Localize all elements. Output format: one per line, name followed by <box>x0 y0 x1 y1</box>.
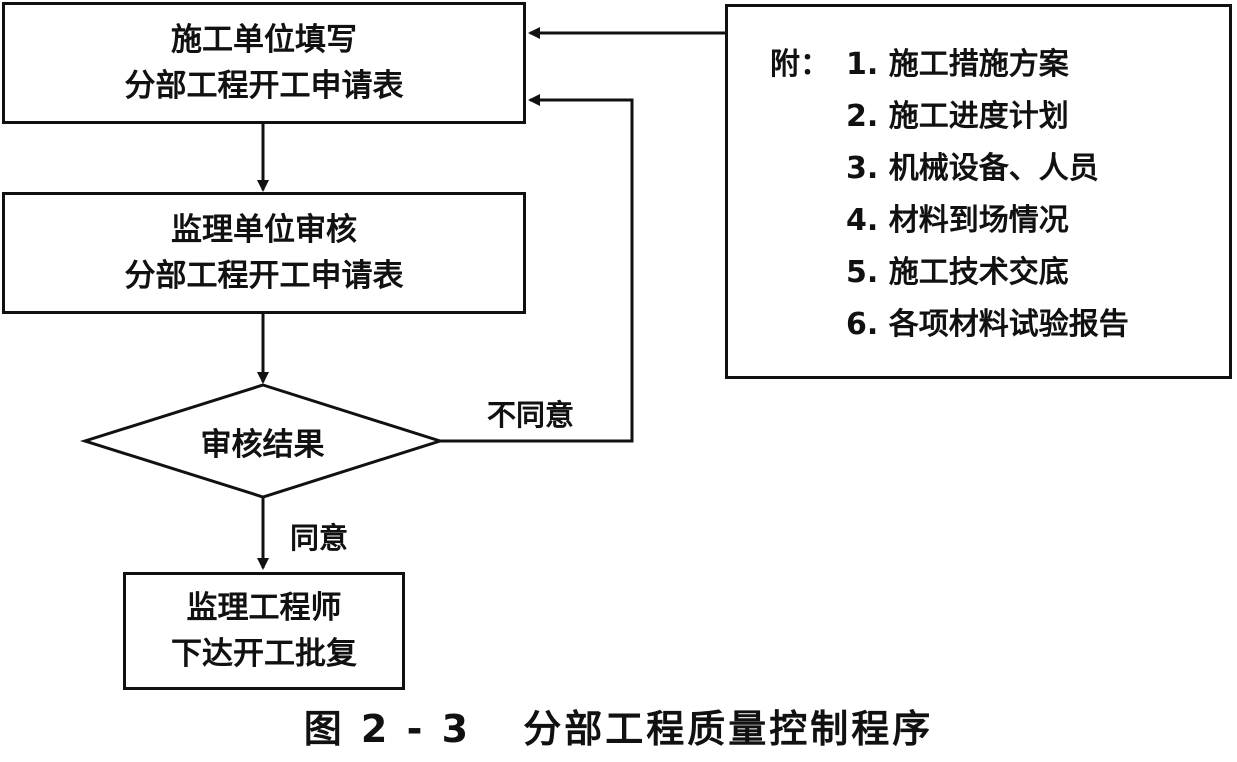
attachment-item: 5. 施工技术交底 <box>846 255 1069 290</box>
attachments-box: 附： 1. 施工措施方案 2. 施工进度计划 3. 机械设备、人员 4. 材料到… <box>725 4 1232 379</box>
contractor-fill-line1: 施工单位填写 <box>171 22 357 58</box>
attachment-item: 1. 施工措施方案 <box>846 47 1069 82</box>
attachment-item: 2. 施工进度计划 <box>846 99 1069 134</box>
figure-caption: 图 2 - 3 分部工程质量控制程序 <box>0 698 1237 753</box>
engineer-approval-box: 监理工程师 下达开工批复 <box>123 572 405 690</box>
arrow-reject-loop <box>440 94 634 443</box>
engineer-approval-line1: 监理工程师 <box>186 590 342 626</box>
attachment-item: 4. 材料到场情况 <box>846 203 1069 238</box>
supervisor-review-box: 监理单位审核 分部工程开工申请表 <box>2 192 526 314</box>
supervisor-review-line1: 监理单位审核 <box>171 212 357 248</box>
attachments-list: 1. 施工措施方案 2. 施工进度计划 3. 机械设备、人员 4. 材料到场情况… <box>846 44 1129 356</box>
engineer-approval-line2: 下达开工批复 <box>171 636 357 672</box>
attachment-item: 6. 各项材料试验报告 <box>846 307 1129 342</box>
supervisor-review-line2: 分部工程开工申请表 <box>124 258 404 294</box>
attachment-item: 3. 机械设备、人员 <box>846 151 1099 186</box>
decision-label: 审核结果 <box>200 426 325 463</box>
attachments-prefix: 附： <box>770 47 830 82</box>
contractor-fill-line2: 分部工程开工申请表 <box>124 68 404 104</box>
approve-label: 同意 <box>290 521 349 555</box>
figure-number: 图 2 - 3 <box>303 707 472 751</box>
figure-title: 分部工程质量控制程序 <box>523 707 934 751</box>
reject-label: 不同意 <box>487 398 575 432</box>
contractor-fill-box: 施工单位填写 分部工程开工申请表 <box>2 2 526 124</box>
